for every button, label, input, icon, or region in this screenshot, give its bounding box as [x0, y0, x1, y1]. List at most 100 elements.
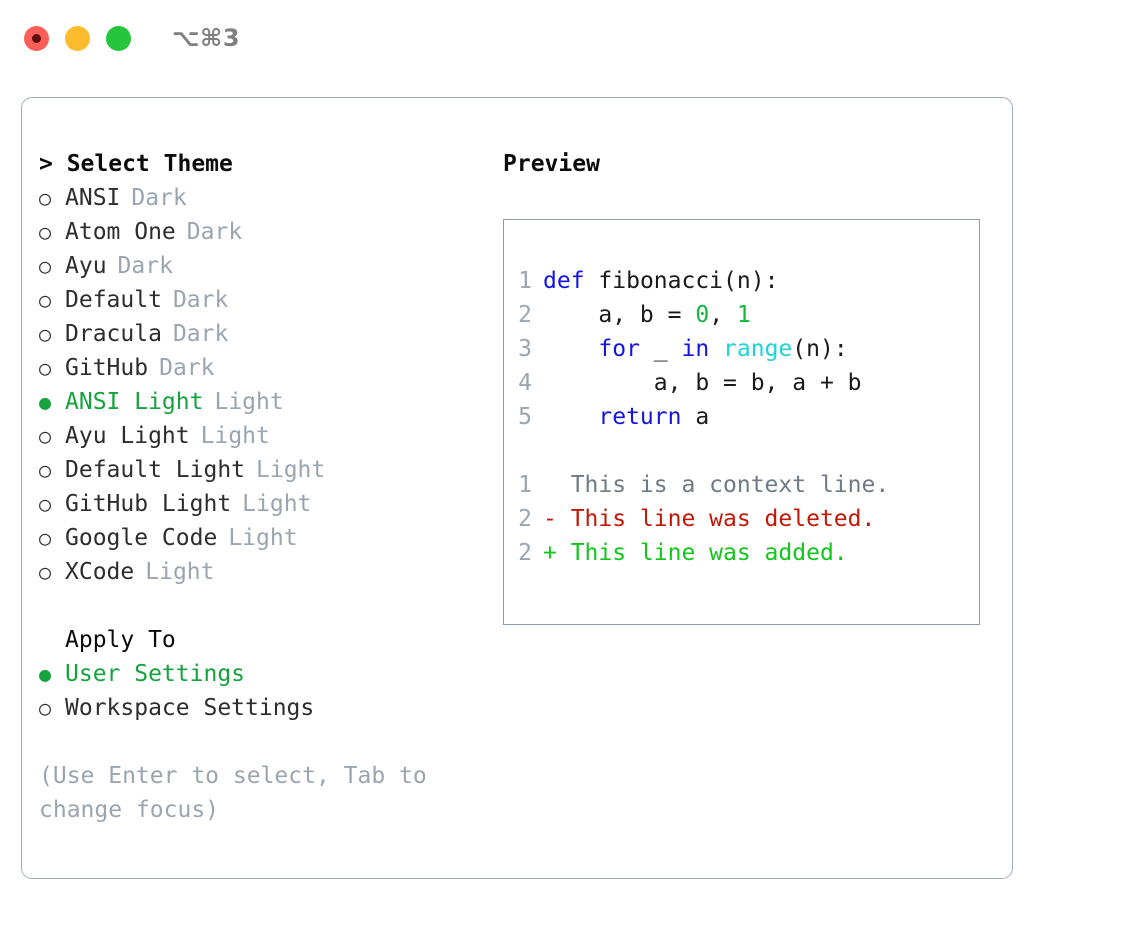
theme-option-ayu[interactable]: ○ Ayu Dark: [39, 249, 485, 283]
code-line: 3 for _ in range(n):: [504, 332, 979, 366]
code-line-text: for _ in range(n):: [543, 332, 847, 366]
code-token-plain: [543, 336, 598, 362]
theme-option-variant: Light: [214, 389, 284, 415]
radio-selected-icon: ●: [39, 662, 52, 686]
theme-option-default[interactable]: ○ Default Dark: [39, 283, 485, 317]
theme-option-xcode[interactable]: ○ XCode Light: [39, 555, 485, 589]
theme-option-dracula[interactable]: ○ Dracula Dark: [39, 317, 485, 351]
theme-option-name: Ayu: [65, 253, 107, 279]
code-token-plain: a, b = b, a + b: [543, 370, 862, 396]
diff-line-text-ctx: This is a context line.: [543, 472, 890, 498]
radio-unselected-icon: ○: [39, 186, 52, 210]
code-line-number: 5: [518, 404, 532, 430]
theme-option-ansi[interactable]: ○ ANSI Dark: [39, 181, 485, 215]
select-theme-heading: > Select Theme: [39, 151, 233, 177]
code-token-plain: _: [639, 336, 682, 362]
theme-option-variant: Dark: [186, 219, 243, 245]
diff-line-number: 2: [518, 506, 532, 532]
code-line-text: def fibonacci(n):: [543, 264, 778, 298]
theme-option-name: Atom One: [65, 219, 176, 245]
theme-option-ansi-light[interactable]: ● ANSI Light Light: [39, 385, 485, 419]
code-line: 4 a, b = b, a + b: [504, 366, 979, 400]
theme-option-variant: Dark: [172, 321, 229, 347]
theme-option-name: GitHub Light: [65, 491, 232, 517]
diff-line-text-add: + This line was added.: [543, 540, 848, 566]
theme-option-variant: Dark: [131, 185, 187, 211]
diff-sample: 1 This is a context line. 2 - This line wa…: [504, 468, 979, 570]
theme-option-name: XCode: [65, 559, 135, 585]
theme-option-atom-one[interactable]: ○ Atom One Dark: [39, 215, 485, 249]
diff-line-text-del: - This line was deleted.: [543, 506, 876, 532]
radio-unselected-icon: ○: [39, 254, 52, 278]
diff-line-number: 1: [518, 472, 532, 498]
code-token-plain: (n):: [723, 268, 779, 294]
theme-option-name: ANSI: [65, 185, 121, 211]
close-button[interactable]: [24, 25, 49, 51]
code-line: 2 a, b = 0, 1: [504, 298, 979, 332]
theme-option-github-light[interactable]: ○ GitHub Light Light: [39, 487, 485, 521]
code-token-plain: [709, 336, 723, 362]
apply-to-option-workspace-settings[interactable]: ○ Workspace Settings: [39, 691, 485, 725]
theme-option-name: Google Code: [65, 525, 218, 551]
theme-option-name: Dracula: [65, 321, 162, 347]
code-line-number: 4: [518, 370, 532, 396]
radio-unselected-icon: ○: [39, 424, 52, 448]
theme-option-name: ANSI Light: [65, 389, 204, 415]
code-line-text: a, b = 0, 1: [543, 298, 751, 332]
apply-to-option-user-settings[interactable]: ● User Settings: [39, 657, 485, 691]
theme-option-variant: Light: [242, 491, 312, 517]
code-token-plain: [543, 404, 598, 430]
radio-unselected-icon: ○: [39, 288, 52, 312]
radio-unselected-icon: ○: [39, 492, 52, 516]
title-bar: ⌥⌘3: [0, 0, 1140, 76]
code-token-kw: for: [598, 336, 640, 362]
radio-selected-icon: ●: [39, 390, 52, 414]
diff-gap: [504, 434, 979, 468]
keyboard-shortcut-label: ⌥⌘3: [172, 24, 241, 52]
radio-unselected-icon: ○: [39, 356, 52, 380]
code-token-num: 1: [736, 302, 751, 328]
code-token-plain: a: [681, 404, 710, 430]
code-line: 5 return a: [504, 400, 979, 434]
apply-to-option-name: User Settings: [65, 661, 246, 687]
radio-unselected-icon: ○: [39, 696, 52, 720]
window-controls: [24, 25, 131, 51]
code-line-number: 2: [518, 302, 532, 328]
maximize-button[interactable]: [106, 25, 131, 51]
diff-line: 2+ This line was added.: [504, 536, 979, 570]
preview-heading: Preview: [503, 151, 600, 177]
code-line-text: a, b = b, a + b: [543, 366, 862, 400]
apply-to-spacer: [39, 589, 485, 623]
theme-option-name: Default: [65, 287, 162, 313]
hint-spacer: [39, 725, 485, 759]
code-token-kw: return: [598, 404, 682, 430]
radio-unselected-icon: ○: [39, 322, 52, 346]
radio-unselected-icon: ○: [39, 220, 52, 244]
theme-option-variant: Dark: [117, 253, 173, 279]
radio-unselected-icon: ○: [39, 560, 52, 584]
theme-option-variant: Light: [228, 525, 298, 551]
theme-option-variant: Light: [256, 457, 326, 483]
apply-to-option-name: Workspace Settings: [65, 695, 315, 721]
theme-option-variant: Light: [200, 423, 270, 449]
code-line-number: 3: [518, 336, 532, 362]
apply-to-label: Apply To: [65, 627, 176, 653]
minimize-button[interactable]: [65, 25, 90, 51]
theme-option-name: GitHub: [65, 355, 149, 381]
theme-option-variant: Dark: [172, 287, 229, 313]
apply-to-option-list: ● User Settings ○ Workspace Settings: [39, 657, 485, 725]
theme-option-name: Default Light: [65, 457, 246, 483]
code-token-plain: a, b =: [543, 302, 696, 328]
theme-option-variant: Light: [145, 559, 215, 585]
